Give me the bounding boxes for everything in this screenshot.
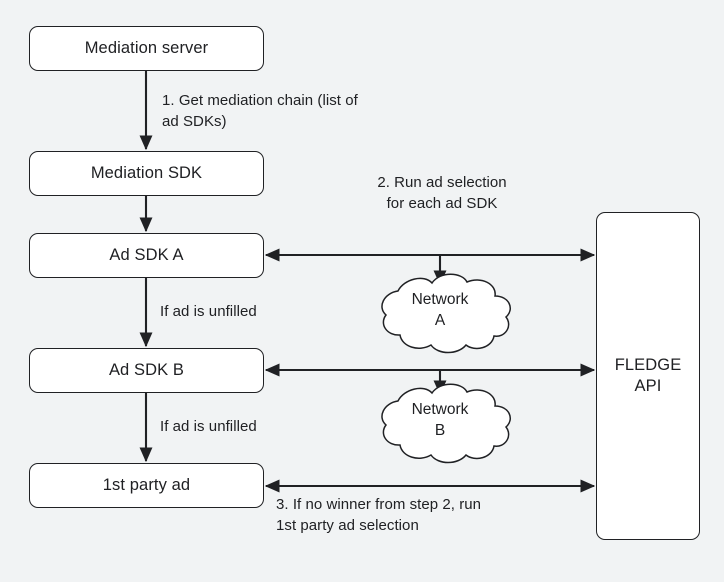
edge-label-step-2: 2. Run ad selection for each ad SDK [377,174,507,213]
node-ad-sdk-b-label: Ad SDK B [108,361,185,380]
node-first-party-ad[interactable]: 1st party ad [29,463,264,508]
edge-label-step-3: 3. If no winner from step 2, run 1st par… [276,496,482,535]
node-ad-sdk-a[interactable]: Ad SDK A [29,233,264,278]
edge-label-unfilled-b: If ad is unfilled [160,418,257,435]
node-ad-sdk-b[interactable]: Ad SDK B [29,348,264,393]
edge-label-step-1: 1. Get mediation chain (list of ad SDKs) [162,92,358,131]
node-mediation-sdk[interactable]: Mediation SDK [29,151,264,196]
cloud-icon-network-b [381,383,511,464]
node-mediation-sdk-label: Mediation SDK [90,164,203,183]
cloud-icon-network-a [381,273,511,354]
node-ad-sdk-a-label: Ad SDK A [109,246,184,265]
node-first-party-ad-label: 1st party ad [102,476,191,495]
node-mediation-server[interactable]: Mediation server [29,26,264,71]
node-fledge-api-label: FLEDGE API [614,356,682,395]
node-mediation-server-label: Mediation server [84,39,209,58]
node-fledge-api[interactable]: FLEDGE API [596,212,700,540]
edge-label-unfilled-a: If ad is unfilled [160,303,257,320]
